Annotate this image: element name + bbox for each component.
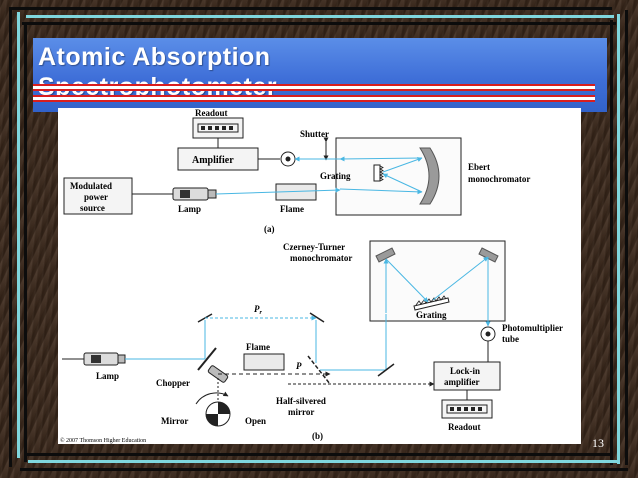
a-amplifier-label: Amplifier bbox=[192, 155, 234, 166]
b-pr-label-sub: r bbox=[260, 310, 263, 316]
b-pmt-label-1: Photomultiplier bbox=[502, 323, 563, 333]
frame-line-left-cyan bbox=[17, 12, 20, 458]
b-flame-box bbox=[243, 353, 285, 371]
a-beam-lamp-to-mono bbox=[215, 187, 341, 195]
frame-line-top-outer bbox=[10, 7, 612, 10]
frame-line-bottom-outer bbox=[20, 468, 628, 471]
a-grating-element bbox=[373, 164, 384, 182]
b-chopper-mirror bbox=[197, 347, 217, 371]
a-readout-digits bbox=[201, 126, 233, 130]
b-halfsilvered-label-1: Half-silvered bbox=[276, 396, 326, 406]
b-open-label: Open bbox=[245, 416, 266, 426]
frame-line-top-inner bbox=[22, 22, 616, 25]
frame-line-bottom-inner bbox=[26, 453, 612, 456]
slide-title: Atomic Absorption Spectrophotometer bbox=[38, 42, 598, 102]
b-czerney-label-1: Czerney-Turner bbox=[283, 242, 345, 252]
b-lockin-box bbox=[433, 361, 501, 391]
a-modulated-label-2: power bbox=[84, 192, 108, 202]
diagram-a: Readout Amplifier Shutter Grating Ebert … bbox=[63, 108, 530, 234]
a-modulated-label-3: source bbox=[80, 203, 105, 213]
copyright-text: © 2007 Thomson Higher Education bbox=[60, 437, 146, 444]
b-pr-label: Pr bbox=[254, 304, 263, 316]
b-pr-label-main: P bbox=[254, 304, 260, 314]
frame-line-left-inner bbox=[24, 22, 27, 462]
a-readout-label: Readout bbox=[195, 108, 228, 118]
b-lockin-label-2: amplifier bbox=[444, 377, 480, 387]
b-lockin-label-1: Lock-in bbox=[450, 366, 480, 376]
a-lamp-element bbox=[172, 187, 217, 201]
frame-line-top-cyan bbox=[26, 15, 614, 18]
frame-line-bottom-cyan bbox=[28, 460, 618, 463]
b-mirror-top-right bbox=[309, 312, 325, 323]
page-number: 13 bbox=[592, 436, 604, 450]
b-readout-label: Readout bbox=[448, 422, 481, 432]
b-czerney-label-2: monochromator bbox=[290, 253, 352, 263]
title-strike-line-2 bbox=[33, 95, 595, 102]
a-ebert-label-1: Ebert bbox=[468, 162, 490, 172]
diagram-b: Czerney-Turner monochromator Grating Pho… bbox=[60, 240, 563, 444]
a-caption: (a) bbox=[264, 224, 275, 234]
b-lamp-element bbox=[62, 352, 126, 366]
b-lamp-label: Lamp bbox=[96, 371, 119, 381]
frame-line-right-cyan bbox=[617, 14, 620, 464]
a-lamp-label: Lamp bbox=[178, 204, 201, 214]
b-mirror-label: Mirror bbox=[161, 416, 188, 426]
aa-spectrophotometer-diagram: Readout Amplifier Shutter Grating Ebert … bbox=[60, 108, 563, 444]
a-grating-label: Grating bbox=[320, 171, 351, 181]
title-strike-line-1 bbox=[33, 84, 595, 91]
b-flame-label: Flame bbox=[246, 342, 270, 352]
b-readout-digits bbox=[450, 407, 482, 411]
a-beams-monochromator bbox=[294, 156, 423, 195]
a-monochromator-box bbox=[335, 137, 462, 216]
b-caption: (b) bbox=[312, 431, 323, 441]
b-halfsilvered-label-2: mirror bbox=[288, 407, 314, 417]
a-ebert-mirror bbox=[419, 147, 440, 205]
b-pmt-label-2: tube bbox=[502, 334, 519, 344]
b-mirror-bottom-right bbox=[377, 363, 395, 377]
b-grating-element bbox=[413, 295, 450, 311]
frame-line-left-outer bbox=[9, 7, 12, 467]
frame-line-right-outer bbox=[625, 10, 628, 465]
a-shutter-label: Shutter bbox=[300, 129, 329, 139]
b-p-label: P bbox=[296, 361, 302, 371]
b-grating-label: Grating bbox=[416, 310, 447, 320]
slide-title-line1: Atomic Absorption bbox=[38, 43, 271, 71]
b-chopper-disk bbox=[195, 391, 231, 427]
a-modulated-label-1: Modulated bbox=[70, 181, 112, 191]
b-beams-monochromator bbox=[383, 256, 491, 327]
b-mirror-right bbox=[478, 247, 499, 263]
a-ebert-label-2: monochromator bbox=[468, 174, 530, 184]
a-flame-label: Flame bbox=[280, 204, 304, 214]
b-chopper-label: Chopper bbox=[156, 378, 190, 388]
b-mirror-left bbox=[375, 247, 396, 263]
frame-line-right-inner bbox=[610, 20, 613, 465]
figure-panel: Readout Amplifier Shutter Grating Ebert … bbox=[58, 108, 581, 444]
a-modulated-power-source-box bbox=[63, 177, 133, 215]
